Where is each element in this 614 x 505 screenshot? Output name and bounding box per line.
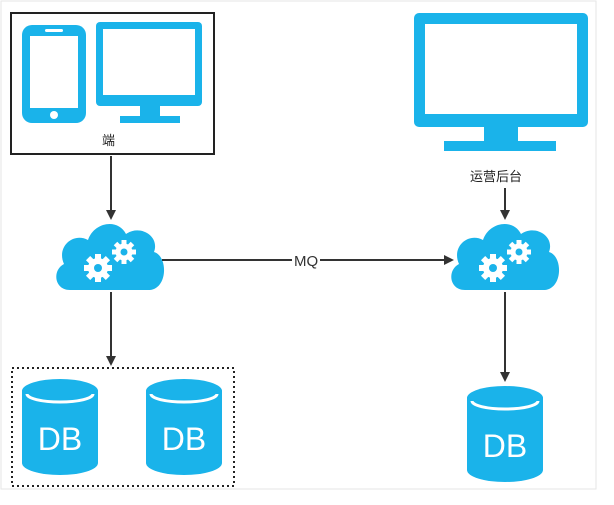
admin-monitor-icon bbox=[414, 13, 588, 151]
db-right: DB bbox=[465, 384, 545, 484]
db-left-1: DB bbox=[20, 377, 100, 477]
mq-label: MQ bbox=[292, 253, 321, 270]
canvas-border bbox=[0, 0, 597, 490]
desktop-monitor-icon bbox=[96, 22, 202, 123]
phone-icon bbox=[22, 25, 86, 123]
admin-label: 运营后台 bbox=[470, 170, 523, 185]
service-cloud-right-icon bbox=[451, 223, 560, 290]
client-box bbox=[10, 12, 215, 155]
db-left-2: DB bbox=[144, 377, 224, 477]
service-cloud-left-icon bbox=[56, 223, 165, 290]
db-label: DB bbox=[38, 421, 82, 457]
client-label: 端 bbox=[102, 134, 116, 149]
db-group-box bbox=[11, 367, 235, 487]
db-label: DB bbox=[162, 421, 206, 457]
db-label: DB bbox=[483, 428, 527, 464]
